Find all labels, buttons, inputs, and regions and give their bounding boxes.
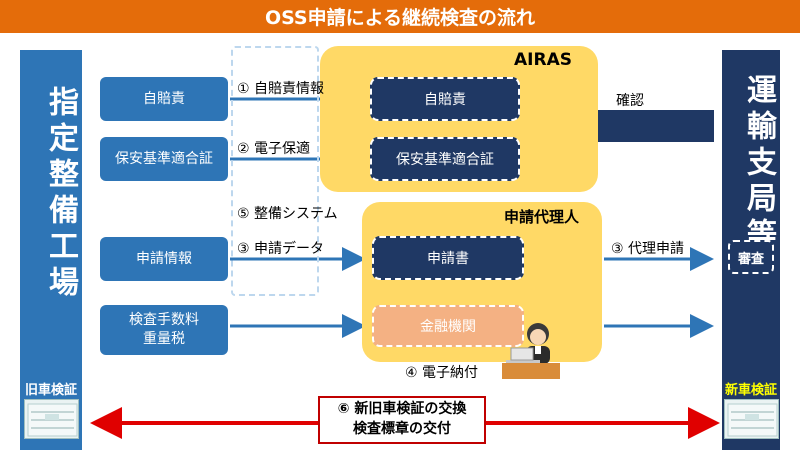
old-certificate-label: 旧車検証	[24, 383, 77, 398]
label-denshi-nofu: ④ 電子納付	[405, 365, 479, 381]
new-certificate-label: 新車検証	[724, 383, 777, 398]
label-jibaiseki-joho: ① 自賠責情報	[237, 81, 325, 97]
exchange-note-line1: ⑥ 新旧車検証の交換	[337, 401, 467, 418]
tesuryo-line2: 重量税	[143, 331, 185, 347]
label-confirm: 確認	[616, 93, 644, 109]
shinseisho-box: 申請書	[372, 236, 524, 280]
agent-title: 申請代理人	[504, 208, 580, 226]
page-title: OSS申請による継続検査の流れ	[0, 0, 800, 33]
airas-hoan-box: 保安基準適合証	[370, 137, 520, 181]
label-dairi-shinsei: ③ 代理申請	[611, 241, 685, 257]
label-shinsei-data: ③ 申請データ	[237, 241, 325, 257]
kinyu-kikan-box: 金融機関	[372, 305, 524, 347]
airas-jibaiseki-box: 自賠責	[370, 77, 520, 121]
label-denshi-hoteki: ② 電子保適	[237, 141, 311, 157]
label-seibi-system: ⑤ 整備システム	[237, 206, 338, 222]
old-certificate-image	[24, 399, 79, 439]
left-column-label: 指定整備工場	[43, 86, 78, 302]
hoan-box: 保安基準適合証	[100, 137, 228, 181]
tesuryo-line1: 検査手数料	[129, 312, 199, 329]
exchange-note: ⑥ 新旧車検証の交換 検査標章の交付	[318, 396, 486, 444]
new-certificate-image	[724, 399, 779, 439]
airas-title: AIRAS	[514, 50, 572, 70]
shinsei-joho-box: 申請情報	[100, 237, 228, 281]
review-box: 審査	[728, 240, 774, 274]
seibi-system-outline	[231, 46, 319, 296]
jibaiseki-box: 自賠責	[100, 77, 228, 121]
left-column: 指定整備工場	[20, 50, 82, 450]
right-column-label: 運輸支局等	[741, 74, 776, 254]
exchange-note-line2: 検査標章の交付	[353, 421, 451, 437]
tesuryo-box: 検査手数料 重量税	[100, 305, 228, 355]
agent-person-illustration	[502, 323, 560, 379]
